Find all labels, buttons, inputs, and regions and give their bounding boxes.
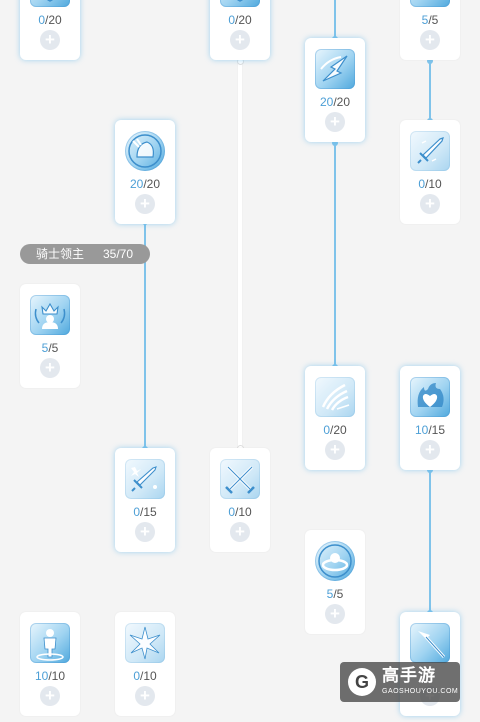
connector-node (427, 467, 433, 473)
skill-card[interactable]: 0/10 + (210, 448, 270, 552)
upgrade-button[interactable]: + (135, 686, 155, 706)
upgrade-button[interactable]: + (135, 194, 155, 214)
connector-node (332, 140, 338, 146)
skill-card[interactable]: 5/5 + (20, 284, 80, 388)
skill-level: 0/10 (133, 669, 157, 683)
connector-line (144, 222, 146, 450)
brand-name: 高手游 (382, 666, 436, 685)
ring-icon (315, 541, 355, 581)
skill-level: 10/10 (34, 669, 66, 683)
tier-name: 骑士领主 (36, 247, 85, 261)
skill-card[interactable]: 0/20 + (305, 366, 365, 470)
connector-line (334, 0, 336, 40)
claw-icon (315, 377, 355, 417)
skill-card[interactable]: 5/5 + (305, 530, 365, 634)
upgrade-button[interactable]: + (40, 686, 60, 706)
connector-line (429, 60, 431, 122)
skill-level: 0/15 (133, 505, 157, 519)
upgrade-button[interactable]: + (420, 194, 440, 214)
skill-card[interactable]: 0/20 + (210, 0, 270, 60)
skill-level: 0/10 (418, 177, 442, 191)
skill-level: 0/20 (323, 423, 347, 437)
skill-card[interactable]: 0/10 + (400, 120, 460, 224)
upgrade-button[interactable]: + (40, 358, 60, 378)
skill-card[interactable]: 5/5 + (400, 0, 460, 60)
spear-icon (410, 623, 450, 663)
crossed-swords-icon (220, 459, 260, 499)
skill-level: 5/5 (421, 13, 439, 27)
skill-level: 0/20 (228, 13, 252, 27)
brand-logo-icon: G (348, 668, 376, 696)
connector-line (334, 142, 336, 368)
skill-card[interactable]: 0/15 + (115, 448, 175, 552)
skill-card[interactable]: 0/10 + (115, 612, 175, 716)
skill-level: 20/20 (319, 95, 351, 109)
skill-card[interactable]: 10/15 + (400, 366, 460, 470)
skill-level: 10/15 (414, 423, 446, 437)
upgrade-button[interactable]: + (325, 440, 345, 460)
upgrade-button[interactable]: + (230, 522, 250, 542)
skill-level: 20/20 (129, 177, 161, 191)
tier-count: 35/70 (103, 247, 134, 261)
skill-level: 5/5 (326, 587, 344, 601)
brand-url: GAOSHOUYOU.COM (382, 688, 459, 695)
upgrade-button[interactable]: + (230, 30, 250, 50)
skill-level: 0/20 (38, 13, 62, 27)
upgrade-button[interactable]: + (420, 30, 440, 50)
wings-icon (410, 0, 450, 7)
skill-level: 0/10 (228, 505, 252, 519)
connector-node (427, 58, 433, 64)
burst-icon (125, 623, 165, 663)
watermark-logo: G 高手游 GAOSHOUYOU.COM (340, 662, 460, 702)
skill-card[interactable]: 0/20 + (20, 0, 80, 60)
upgrade-button[interactable]: + (135, 522, 155, 542)
lightning-icon (315, 49, 355, 89)
upgrade-button[interactable]: + (325, 112, 345, 132)
crown-figure-icon (30, 295, 70, 335)
connector-line (238, 60, 242, 450)
sword-icon (410, 131, 450, 171)
shield-icon (30, 0, 70, 7)
sparkle-sword-icon (125, 459, 165, 499)
skill-card[interactable]: 20/20 + (305, 38, 365, 142)
winged-helmet-icon (125, 131, 165, 171)
connector-line (429, 470, 431, 614)
skill-level: 5/5 (41, 341, 59, 355)
shield-icon (220, 0, 260, 7)
flaming-heart-icon (410, 377, 450, 417)
upgrade-button[interactable]: + (420, 440, 440, 460)
hero-icon (30, 623, 70, 663)
upgrade-button[interactable]: + (325, 604, 345, 624)
skill-card[interactable]: 20/20 + (115, 120, 175, 224)
tier-label: 骑士领主 35/70 (20, 244, 150, 264)
upgrade-button[interactable]: + (40, 30, 60, 50)
skill-card[interactable]: 10/10 + (20, 612, 80, 716)
